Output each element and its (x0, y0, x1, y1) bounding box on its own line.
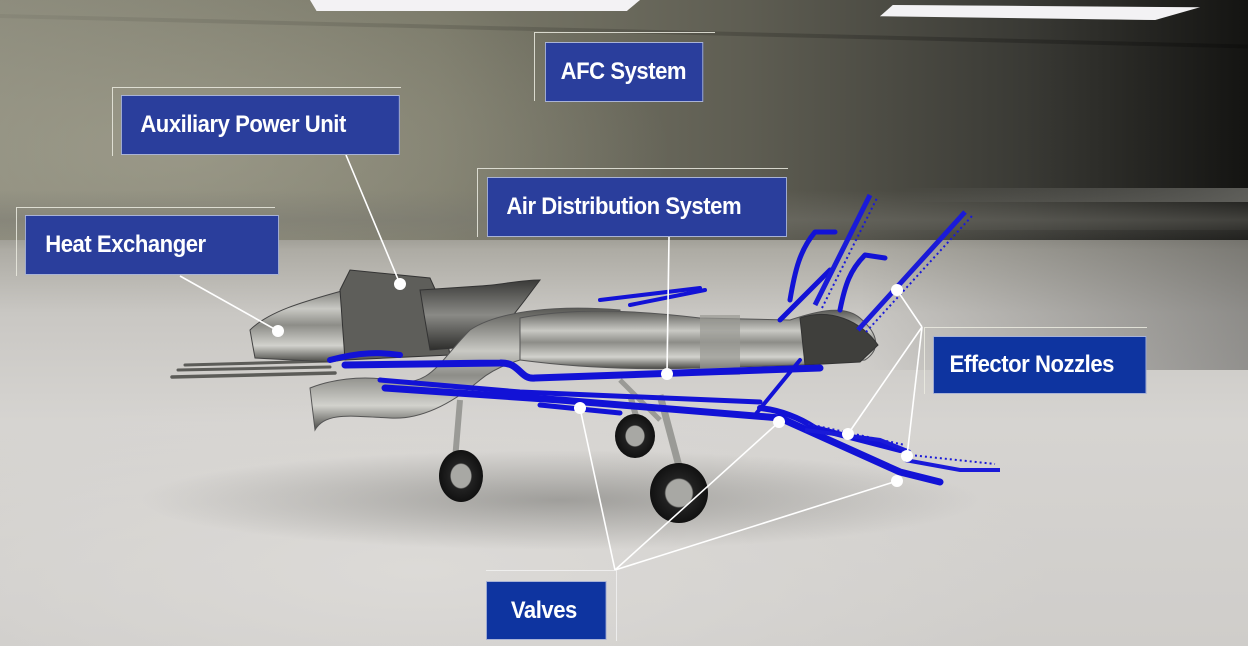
nose-probes (170, 359, 337, 379)
ceiling-light (880, 5, 1200, 20)
label-heat-exchanger: Heat Exchanger (25, 215, 279, 275)
effector-nozzle-arrays (804, 193, 1000, 472)
callout-frame (486, 570, 617, 641)
wall-trim-strip (900, 188, 1248, 202)
leader-lines (179, 154, 923, 571)
label-auxiliary-power-unit: Auxiliary Power Unit (121, 95, 400, 155)
ground-shadow (140, 450, 980, 550)
leader-dots (272, 278, 913, 487)
engine-accessory (700, 315, 740, 375)
ceiling-light (310, 0, 640, 11)
engine-nacelle (519, 309, 877, 370)
callout-frame (16, 207, 275, 276)
landing-gear (439, 378, 708, 523)
label-effector-nozzles: Effector Nozzles (933, 336, 1147, 394)
callout-frame (924, 327, 1147, 394)
label-afc-system: AFC System (545, 42, 704, 102)
label-air-distribution-system: Air Distribution System (487, 177, 787, 237)
callout-frame (112, 87, 401, 156)
callout-frame (534, 32, 715, 101)
label-valves: Valves (486, 581, 607, 640)
callout-frame (477, 168, 788, 237)
